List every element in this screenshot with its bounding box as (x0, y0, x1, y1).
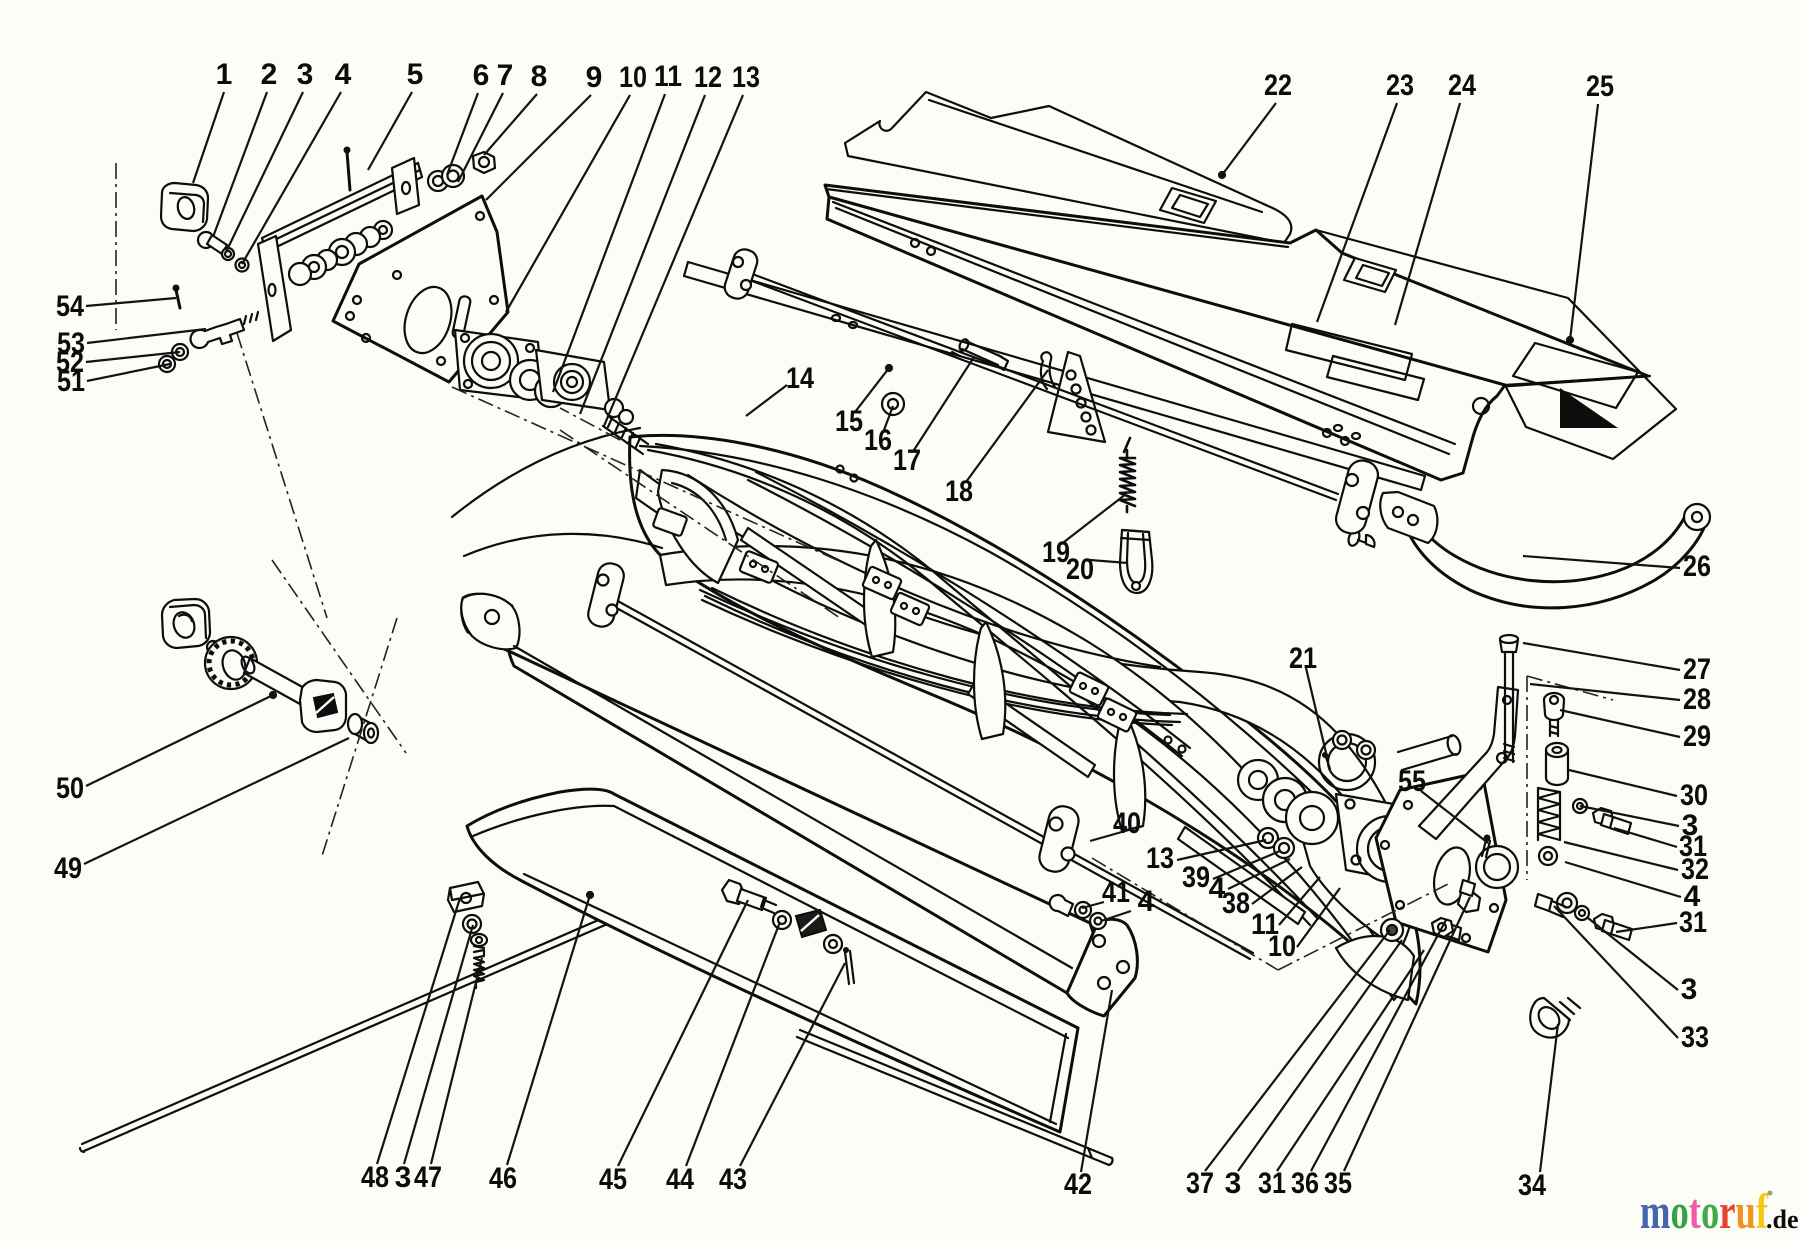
svg-text:8: 8 (531, 60, 548, 93)
svg-text:5: 5 (407, 58, 424, 91)
svg-text:55: 55 (1398, 765, 1426, 798)
svg-text:motoruf: motoruf (1640, 1183, 1769, 1239)
svg-text:23: 23 (1386, 69, 1414, 102)
svg-text:53: 53 (57, 327, 85, 360)
svg-text:34: 34 (1518, 1169, 1546, 1202)
svg-text:37: 37 (1186, 1167, 1214, 1200)
svg-text:38: 38 (1222, 887, 1250, 920)
svg-text:14: 14 (786, 362, 814, 395)
svg-text:46: 46 (489, 1162, 517, 1195)
svg-text:31: 31 (1258, 1167, 1286, 1200)
svg-text:39: 39 (1182, 861, 1210, 894)
svg-text:28: 28 (1683, 683, 1711, 716)
svg-text:54: 54 (56, 290, 84, 323)
svg-text:36: 36 (1291, 1167, 1319, 1200)
svg-text:43: 43 (719, 1163, 747, 1196)
svg-text:3: 3 (1682, 809, 1699, 842)
svg-text:20: 20 (1066, 553, 1094, 586)
svg-text:45: 45 (599, 1163, 627, 1196)
svg-text:18: 18 (945, 475, 973, 508)
svg-text:10: 10 (1268, 930, 1296, 963)
svg-text:6: 6 (473, 59, 490, 92)
svg-text:52: 52 (56, 346, 84, 379)
svg-text:17: 17 (893, 444, 921, 477)
svg-text:32: 32 (1681, 853, 1709, 886)
svg-text:2: 2 (261, 58, 278, 91)
svg-text:30: 30 (1680, 779, 1708, 812)
svg-text:19: 19 (1042, 536, 1070, 569)
svg-text:.de: .de (1766, 1205, 1799, 1234)
svg-text:47: 47 (414, 1161, 442, 1194)
svg-text:4: 4 (335, 58, 352, 91)
svg-text:31: 31 (1679, 830, 1707, 863)
svg-text:13: 13 (732, 61, 760, 94)
svg-text:11: 11 (1251, 908, 1279, 941)
svg-text:25: 25 (1586, 70, 1614, 103)
svg-text:4: 4 (1209, 872, 1226, 905)
svg-text:12: 12 (694, 61, 722, 94)
svg-text:41: 41 (1102, 876, 1130, 909)
svg-text:24: 24 (1448, 69, 1476, 102)
svg-text:1: 1 (216, 58, 233, 91)
svg-text:44: 44 (666, 1163, 694, 1196)
svg-text:49: 49 (54, 852, 82, 885)
svg-text:29: 29 (1683, 720, 1711, 753)
svg-text:33: 33 (1681, 1021, 1709, 1054)
svg-text:10: 10 (619, 61, 647, 94)
svg-text:3: 3 (1681, 973, 1698, 1006)
svg-text:48: 48 (361, 1161, 389, 1194)
svg-text:3: 3 (395, 1161, 412, 1194)
svg-text:11: 11 (654, 60, 682, 93)
svg-text:16: 16 (864, 424, 892, 457)
svg-text:22: 22 (1264, 69, 1292, 102)
svg-text:27: 27 (1683, 653, 1711, 686)
svg-text:21: 21 (1289, 642, 1317, 675)
svg-text:4: 4 (1684, 880, 1701, 913)
svg-text:13: 13 (1146, 842, 1174, 875)
svg-text:7: 7 (497, 59, 514, 92)
svg-text:51: 51 (57, 365, 85, 398)
svg-text:35: 35 (1324, 1167, 1352, 1200)
svg-text:40: 40 (1113, 807, 1141, 840)
svg-text:3: 3 (297, 58, 314, 91)
svg-text:9: 9 (586, 61, 603, 94)
svg-text:3: 3 (1225, 1167, 1242, 1200)
svg-text:31: 31 (1679, 906, 1707, 939)
svg-text:15: 15 (835, 405, 863, 438)
svg-text:50: 50 (56, 772, 84, 805)
svg-text:26: 26 (1683, 550, 1711, 583)
svg-text:42: 42 (1064, 1168, 1092, 1201)
svg-text:4: 4 (1138, 885, 1155, 918)
